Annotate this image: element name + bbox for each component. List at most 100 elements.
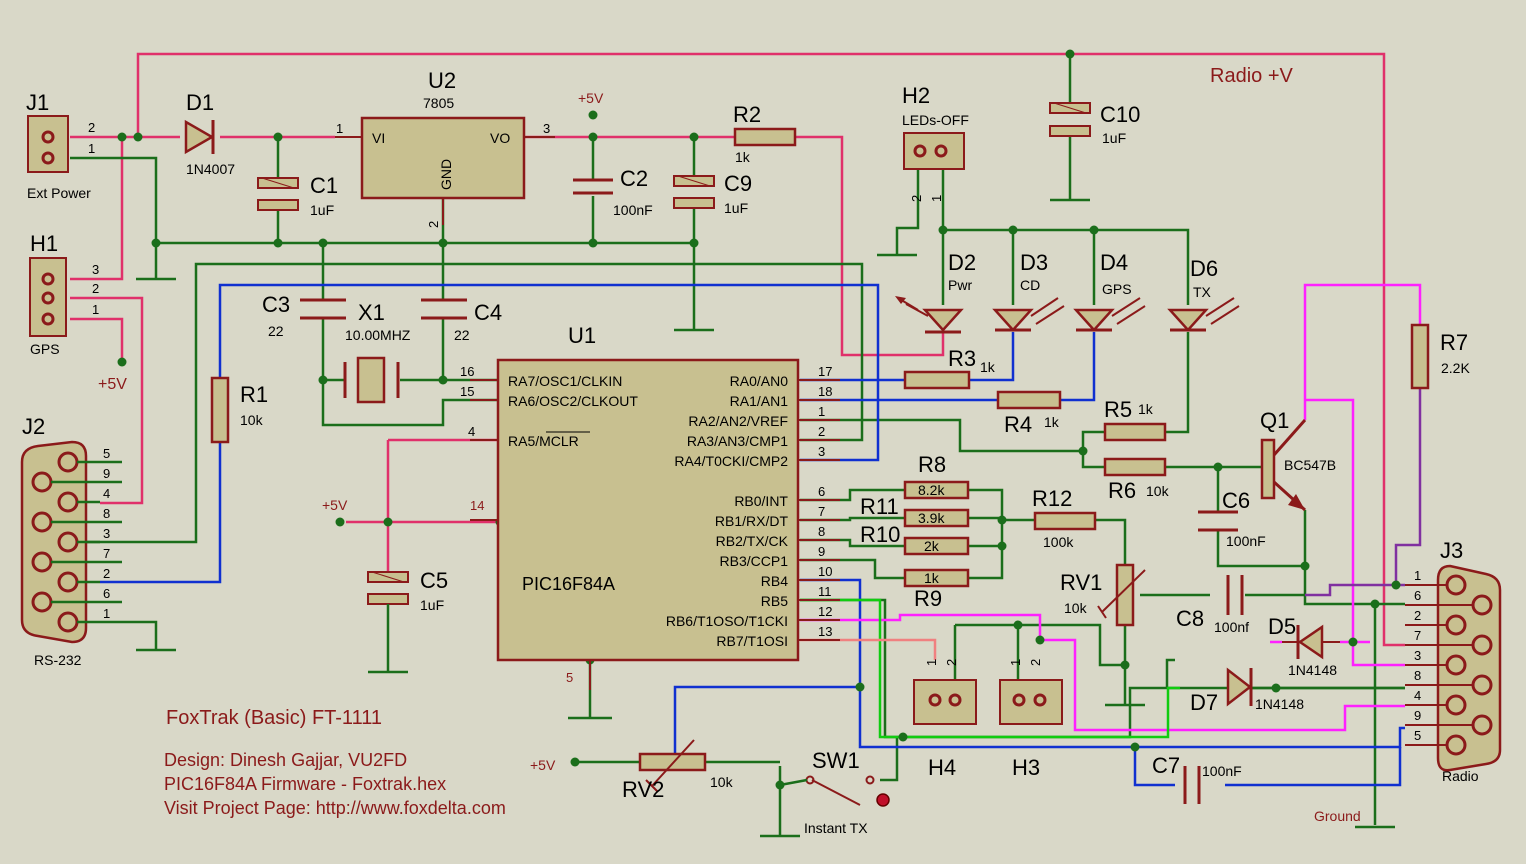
c4-ref: C4 [474,300,502,325]
h3-pin2: 2 [1028,659,1043,666]
u2-regulator: U2 7805 VI VO GND 1 3 2 [335,68,555,228]
j2-pin7: 7 [103,546,110,561]
r7-value: 2.2K [1441,360,1470,376]
u1-pin9-label: RB3/CCP1 [720,553,789,569]
sw1-switch: SW1 Instant TX [779,748,890,836]
rv1-value: 10k [1064,600,1088,616]
c3-value: 22 [268,323,284,339]
u1-pin8-label: RB2/TX/CK [716,533,789,549]
r11-ref: R11 [860,494,899,519]
j3-pin9: 9 [1414,708,1421,723]
u1-pin14-num: 14 [470,498,484,513]
c2-value: 100nF [613,202,653,218]
u2-pin2: 2 [426,221,441,228]
h4-ref: H4 [928,755,956,780]
ground-label: Ground [1314,808,1361,824]
c7-ref: C7 [1152,753,1180,778]
c2-ref: C2 [620,166,648,191]
j3-db9-connector: J3 Radio 1 6 2 7 3 8 4 9 5 [1405,538,1502,784]
h4-pin1: 1 [924,659,939,666]
ground-stubs [136,198,1145,707]
r7-resistor: R7 2.2K [1410,323,1470,390]
r9-resistor: R9 1k [903,568,970,611]
h4-pin2: 2 [944,659,959,666]
r4-ref: R4 [1004,412,1032,437]
r10-resistor: R10 2k [860,522,970,556]
r1-ref: R1 [240,382,268,407]
r12-resistor: R12 100k [1032,486,1097,550]
c7-capacitor: C7 100nF [1152,753,1242,804]
j3-pin7: 7 [1414,628,1421,643]
credits-design: Design: Dinesh Gajjar, VU2FD [164,750,407,770]
h2-pin1: 1 [929,195,944,202]
u1-pin12-num: 12 [818,604,832,619]
u1-microcontroller: U1 PIC16F84A RA7/OSC1/CLKIN RA6/OSC2/CLK… [460,323,840,690]
j2-ref: J2 [22,414,45,439]
h1-5v-label: +5V [98,376,127,393]
j3-pin8: 8 [1414,668,1421,683]
r2-ref: R2 [733,102,761,127]
r4-resistor: R4 1k [996,390,1062,437]
d7-diode: D7 1N4148 [1190,667,1304,715]
h1-pin2: 2 [92,281,99,296]
sw1-name: Instant TX [804,820,868,836]
c4-capacitor: C4 22 [421,298,502,343]
r1-value: 10k [240,412,264,428]
led-d6: D6 TX [1167,256,1240,332]
r3-resistor: R3 1k [903,346,996,390]
j3-pin6: 6 [1414,588,1421,603]
u2-value: 7805 [423,95,454,111]
u1-pin3-label: RA4/T0CKI/CMP2 [674,453,788,469]
d4-ref: D4 [1100,250,1128,275]
c10-capacitor: C10 1uF [1049,102,1140,146]
h2-ref: H2 [902,83,930,108]
u2-pin-vi: VI [372,130,385,146]
c6-ref: C6 [1222,488,1250,513]
u1-pin10-num: 10 [818,564,832,579]
u1-pin12-label: RB6/T1OSO/T1CKI [666,613,788,629]
r6-ref: R6 [1108,478,1136,503]
led-d3: D3 CD [992,250,1065,332]
j3-pin4: 4 [1414,688,1421,703]
c9-value: 1uF [724,200,748,216]
r7-ref: R7 [1440,330,1468,355]
r12-value: 100k [1043,534,1074,550]
led-d2: D2 Pwr [895,250,976,334]
j1-ref: J1 [26,90,49,115]
d6-ref: D6 [1190,256,1218,281]
credits-firmware: PIC16F84A Firmware - Foxtrak.hex [164,774,446,794]
j2-pin1: 1 [103,606,110,621]
j3-pin2: 2 [1414,608,1421,623]
j1-connector: J1 Ext Power 2 1 [26,90,95,201]
u1-value: PIC16F84A [522,574,615,594]
u2-5v-label: +5V [578,90,604,106]
c5-value: 1uF [420,597,444,613]
r11-value: 3.9k [918,510,945,526]
rv2-potentiometer: RV2 10k [622,739,734,802]
h3-header: H3 1 2 [999,659,1063,780]
j2-pin5: 5 [103,446,110,461]
j3-name: Radio [1442,768,1479,784]
d1-diode: D1 1N4007 [184,90,235,177]
u1-pin8-num: 8 [818,524,825,539]
h1-pin3: 3 [92,262,99,277]
d3-ref: D3 [1020,250,1048,275]
r5-resistor: R5 1k [1103,397,1167,442]
c10-value: 1uF [1102,130,1126,146]
r5-value: 1k [1138,401,1154,417]
r10-value: 2k [924,538,940,554]
h2-pin2: 2 [909,195,924,202]
u1-pin3-num: 3 [818,444,825,459]
d5-value: 1N4148 [1288,662,1337,678]
j3-pin5: 5 [1414,728,1421,743]
u1-pin13-label: RB7/T1OSI [716,633,788,649]
j2-pin2: 2 [103,566,110,581]
credits-project: Visit Project Page: http://www.foxdelta.… [164,798,506,818]
r12-ref: R12 [1032,486,1072,511]
u1-pin17-label: RA0/AN0 [730,373,789,389]
j2-pin4: 4 [103,486,110,501]
c6-value: 100nF [1226,533,1266,549]
c1-value: 1uF [310,202,334,218]
u1-pin6-label: RB0/INT [734,493,788,509]
r2-value: 1k [735,149,751,165]
